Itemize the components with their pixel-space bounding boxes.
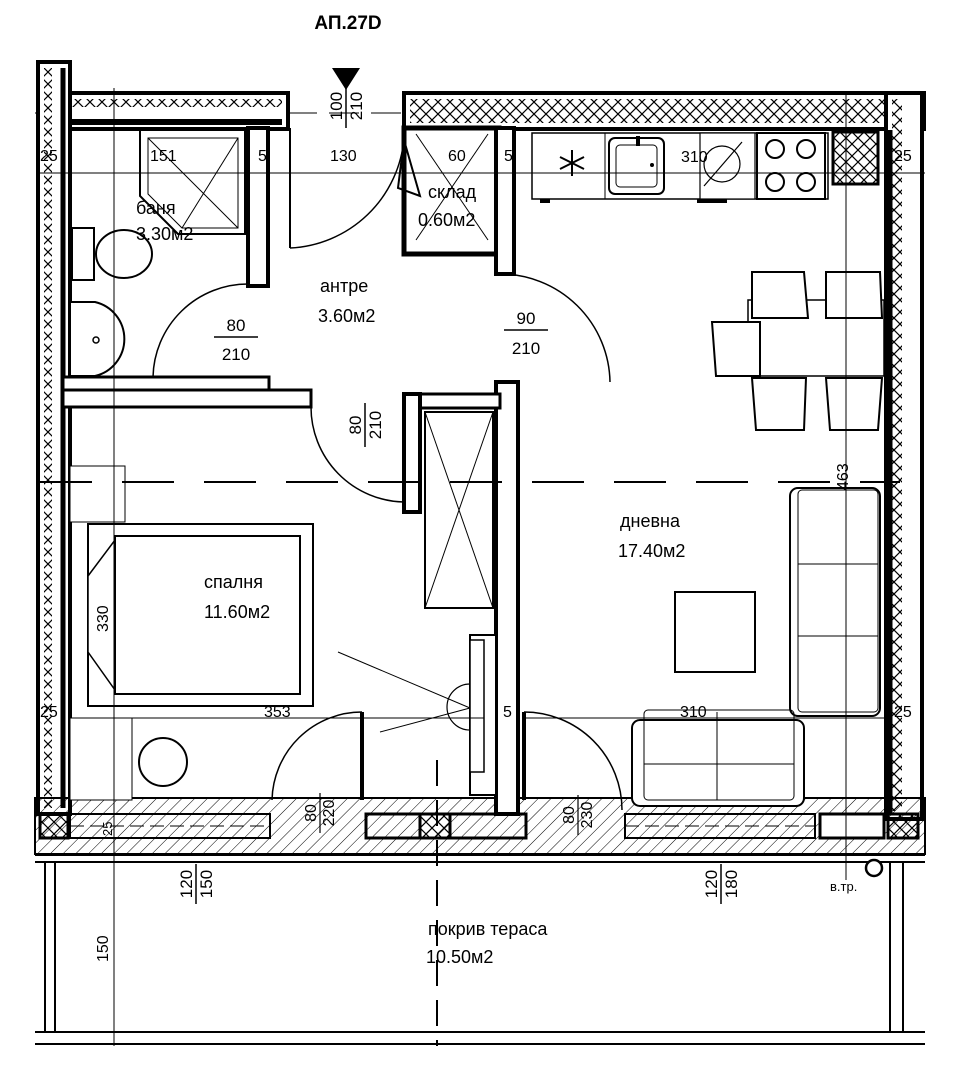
dishwasher-icon — [699, 132, 756, 200]
dim-wall-bottom-left: 25 — [40, 704, 58, 721]
bath-name: баня — [136, 198, 176, 218]
nightstand — [69, 465, 126, 523]
round-table-icon — [138, 737, 188, 787]
dim-wall-bottom-right: 25 — [894, 704, 912, 721]
dim-hall-width: 130 — [330, 148, 357, 165]
downpipe-icon — [864, 858, 884, 878]
cooktop-icon — [756, 132, 826, 200]
terrace-name: покрив тераса — [428, 919, 548, 939]
wardrobe — [424, 411, 494, 609]
shower-tray — [139, 129, 246, 235]
right-window-height: 180 — [722, 870, 741, 898]
dim-living-depth: 463 — [835, 463, 852, 490]
terrace-area: 10.50м2 — [426, 947, 493, 967]
bath-area: 3.30м2 — [136, 224, 193, 244]
dim-bedroom-width: 353 — [264, 704, 291, 721]
kitchen-sink-icon — [608, 136, 665, 195]
entry-arrow-icon — [332, 68, 360, 90]
bath-door-height: 210 — [222, 345, 250, 364]
storage-name: склад — [428, 182, 477, 202]
section-lines — [40, 88, 925, 1046]
bedroom-door-width: 80 — [346, 416, 365, 435]
dim-bath-width: 151 — [150, 148, 177, 165]
toilet-icon — [71, 227, 153, 281]
dim-bedroom-depth: 330 — [95, 605, 112, 632]
kitchen-vent — [831, 130, 880, 186]
downpipe-label: в.тр. — [830, 879, 857, 894]
dim-wall-top-left: 25 — [40, 148, 58, 165]
washbasin-icon — [69, 301, 126, 377]
interior-walls — [61, 125, 520, 816]
dim-kitchen-width: 310 — [681, 149, 708, 166]
living-door-height: 210 — [512, 339, 540, 358]
living-balcony-door-height: 230 — [579, 802, 596, 829]
living-area: 17.40м2 — [618, 541, 685, 561]
doors — [152, 128, 623, 811]
bedroom-name: спалня — [204, 572, 263, 592]
bed-balcony-door-width: 80 — [303, 804, 320, 822]
apartment-title: АП.27D — [314, 13, 381, 34]
dim-living-width: 310 — [680, 704, 707, 721]
dim-storage-width: 60 — [448, 148, 466, 165]
storage-area: 0.60м2 — [418, 210, 475, 230]
entry-door-width: 100 — [327, 92, 346, 120]
coffee-table — [674, 591, 756, 673]
dim-storage-side: 5 — [504, 148, 513, 165]
bedroom-door-height: 210 — [366, 411, 385, 439]
hall-name: антре — [320, 276, 368, 296]
sofa-right — [789, 487, 881, 717]
living-balcony-door-width: 80 — [561, 806, 578, 824]
left-window-width: 120 — [177, 870, 196, 898]
living-door-width: 90 — [517, 309, 536, 328]
hall-area: 3.60м2 — [318, 306, 375, 326]
dining-set — [710, 271, 885, 431]
dim-wall-mid: 5 — [503, 704, 512, 721]
dim-terrace-depth: 150 — [95, 935, 112, 962]
dim-wall-top-right: 25 — [894, 148, 912, 165]
sofa-bottom — [631, 709, 805, 807]
left-window-height: 150 — [197, 870, 216, 898]
dim-wall-bottom-small: 25 — [100, 822, 115, 836]
cabinet — [69, 717, 133, 801]
living-name: дневна — [620, 511, 681, 531]
terrace — [35, 858, 925, 1045]
exterior-walls — [34, 60, 926, 856]
dim-bath-side: 5 — [258, 148, 267, 165]
bedroom-area: 11.60м2 — [204, 602, 270, 622]
bed-balcony-door-height: 220 — [321, 800, 338, 827]
bath-door-width: 80 — [227, 316, 246, 335]
sliding-door — [337, 639, 485, 773]
right-window-width: 120 — [702, 870, 721, 898]
entry-door-height: 210 — [347, 92, 366, 120]
bed — [87, 523, 314, 707]
fridge-icon — [559, 150, 585, 176]
